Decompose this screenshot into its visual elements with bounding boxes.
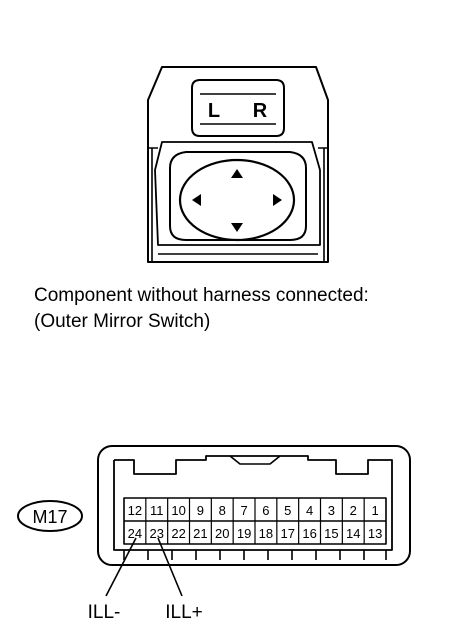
pin-number: 5 bbox=[284, 503, 291, 518]
connector-m17-drawing bbox=[97, 445, 411, 566]
mirror-switch-drawing bbox=[147, 66, 329, 263]
connector-id: M17 bbox=[32, 507, 67, 527]
pin-number: 17 bbox=[281, 526, 295, 541]
pin-number: 13 bbox=[368, 526, 382, 541]
pin-number: 18 bbox=[259, 526, 273, 541]
lr-label-left: L bbox=[208, 100, 220, 122]
pin-number: 23 bbox=[150, 526, 164, 541]
ill-minus-label: ILL- bbox=[88, 602, 121, 623]
arrow-down-icon bbox=[231, 223, 243, 232]
pin-number: 11 bbox=[150, 503, 164, 518]
pin-number: 7 bbox=[240, 503, 247, 518]
pin-number: 15 bbox=[324, 526, 338, 541]
pin-number: 14 bbox=[346, 526, 360, 541]
pin-number: 19 bbox=[237, 526, 251, 541]
pin-number: 6 bbox=[262, 503, 269, 518]
lr-label-right: R bbox=[253, 100, 268, 122]
pin-number: 1 bbox=[371, 503, 378, 518]
pin-number: 16 bbox=[302, 526, 316, 541]
lr-selector-knob[interactable] bbox=[191, 79, 285, 137]
ill-plus-label: ILL+ bbox=[165, 602, 203, 623]
connector-id-oval bbox=[17, 500, 83, 532]
pin-number: 24 bbox=[128, 526, 142, 541]
pin-number: 9 bbox=[197, 503, 204, 518]
pin-number: 10 bbox=[171, 503, 185, 518]
pin-number: 4 bbox=[306, 503, 313, 518]
pin-number: 12 bbox=[128, 503, 142, 518]
pin-number: 2 bbox=[350, 503, 357, 518]
direction-pad[interactable] bbox=[178, 158, 296, 242]
pin-number: 22 bbox=[171, 526, 185, 541]
pin-number: 21 bbox=[193, 526, 207, 541]
ill-plus-leader bbox=[157, 537, 183, 597]
arrow-left-icon bbox=[192, 194, 201, 206]
arrow-up-icon bbox=[231, 169, 243, 178]
arrow-right-icon bbox=[273, 194, 282, 206]
pin-number: 3 bbox=[328, 503, 335, 518]
caption-line-1: Component without harness connected: bbox=[34, 285, 369, 306]
caption-line-2: (Outer Mirror Switch) bbox=[34, 311, 211, 332]
pin-number: 20 bbox=[215, 526, 229, 541]
pin-number: 8 bbox=[219, 503, 226, 518]
ill-minus-leader bbox=[105, 537, 137, 597]
